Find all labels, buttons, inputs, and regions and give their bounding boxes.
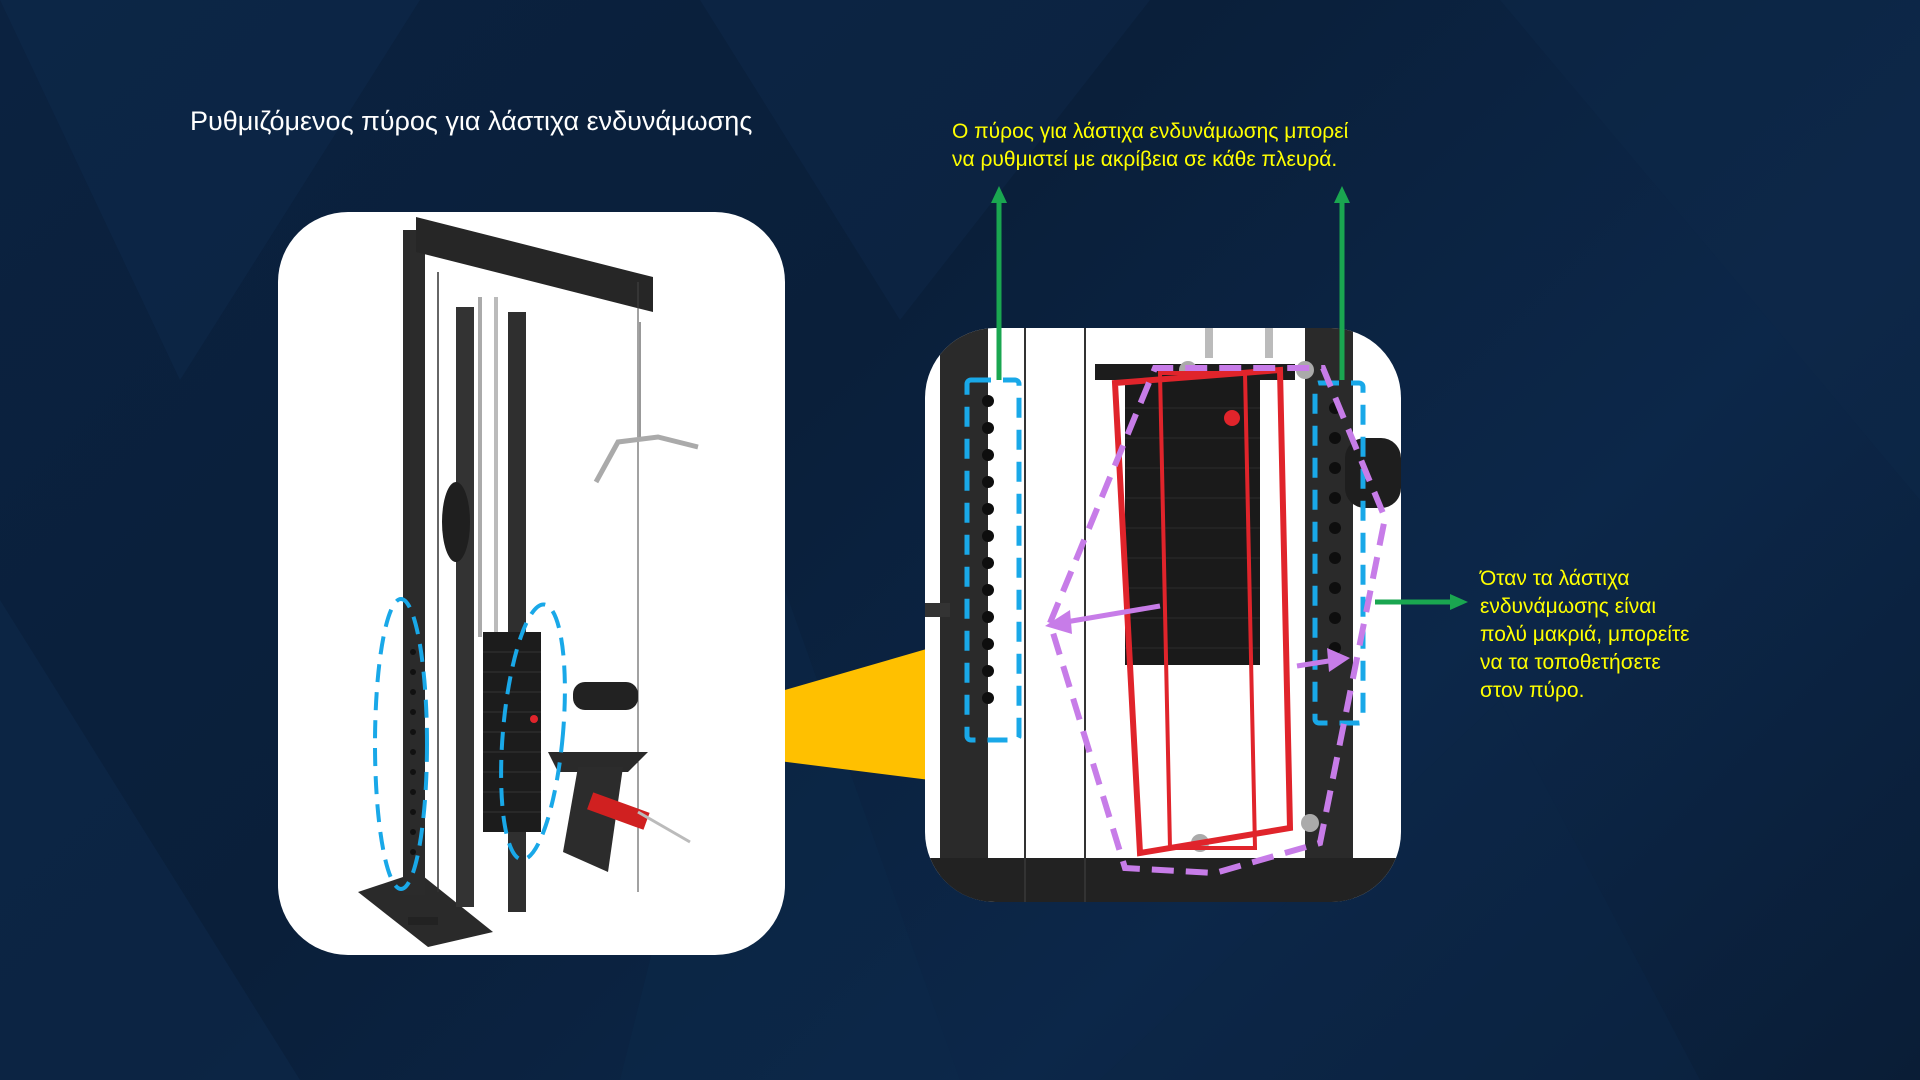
- note-line: να ρυθμιστεί με ακρίβεια σε κάθε πλευρά.: [952, 148, 1338, 171]
- highlight-left-holes: [964, 377, 1022, 743]
- highlight-right-post: [499, 602, 567, 862]
- note-line: στον πύρο.: [1480, 679, 1585, 702]
- highlight-left-post: [373, 597, 429, 891]
- closeup-illustration: [925, 328, 1401, 902]
- note-line: ενδυνάμωσης είναι: [1480, 595, 1657, 618]
- note-band-storage: Όταν τα λάστιχα ενδυνάμωσης είναι πολύ μ…: [1480, 565, 1770, 705]
- note-line: πολύ μακριά, μπορείτε: [1480, 623, 1690, 646]
- note-line: να τα τοποθετήσετε: [1480, 651, 1661, 674]
- product-image-closeup: [925, 328, 1401, 902]
- note-line: Όταν τα λάστιχα: [1480, 567, 1630, 590]
- highlight-right-holes: [1312, 380, 1366, 726]
- slide-title: Ρυθμιζόμενος πύρος για λάστιχα ενδυνάμωσ…: [190, 106, 753, 136]
- note-line: Ο πύρος για λάστιχα ενδυνάμωσης μπορεί: [952, 120, 1349, 143]
- cable-tower-illustration: [358, 217, 699, 947]
- note-adjustable-pin: Ο πύρος για λάστιχα ενδυνάμωσης μπορεί ν…: [952, 118, 1432, 174]
- product-image-full: [278, 212, 785, 955]
